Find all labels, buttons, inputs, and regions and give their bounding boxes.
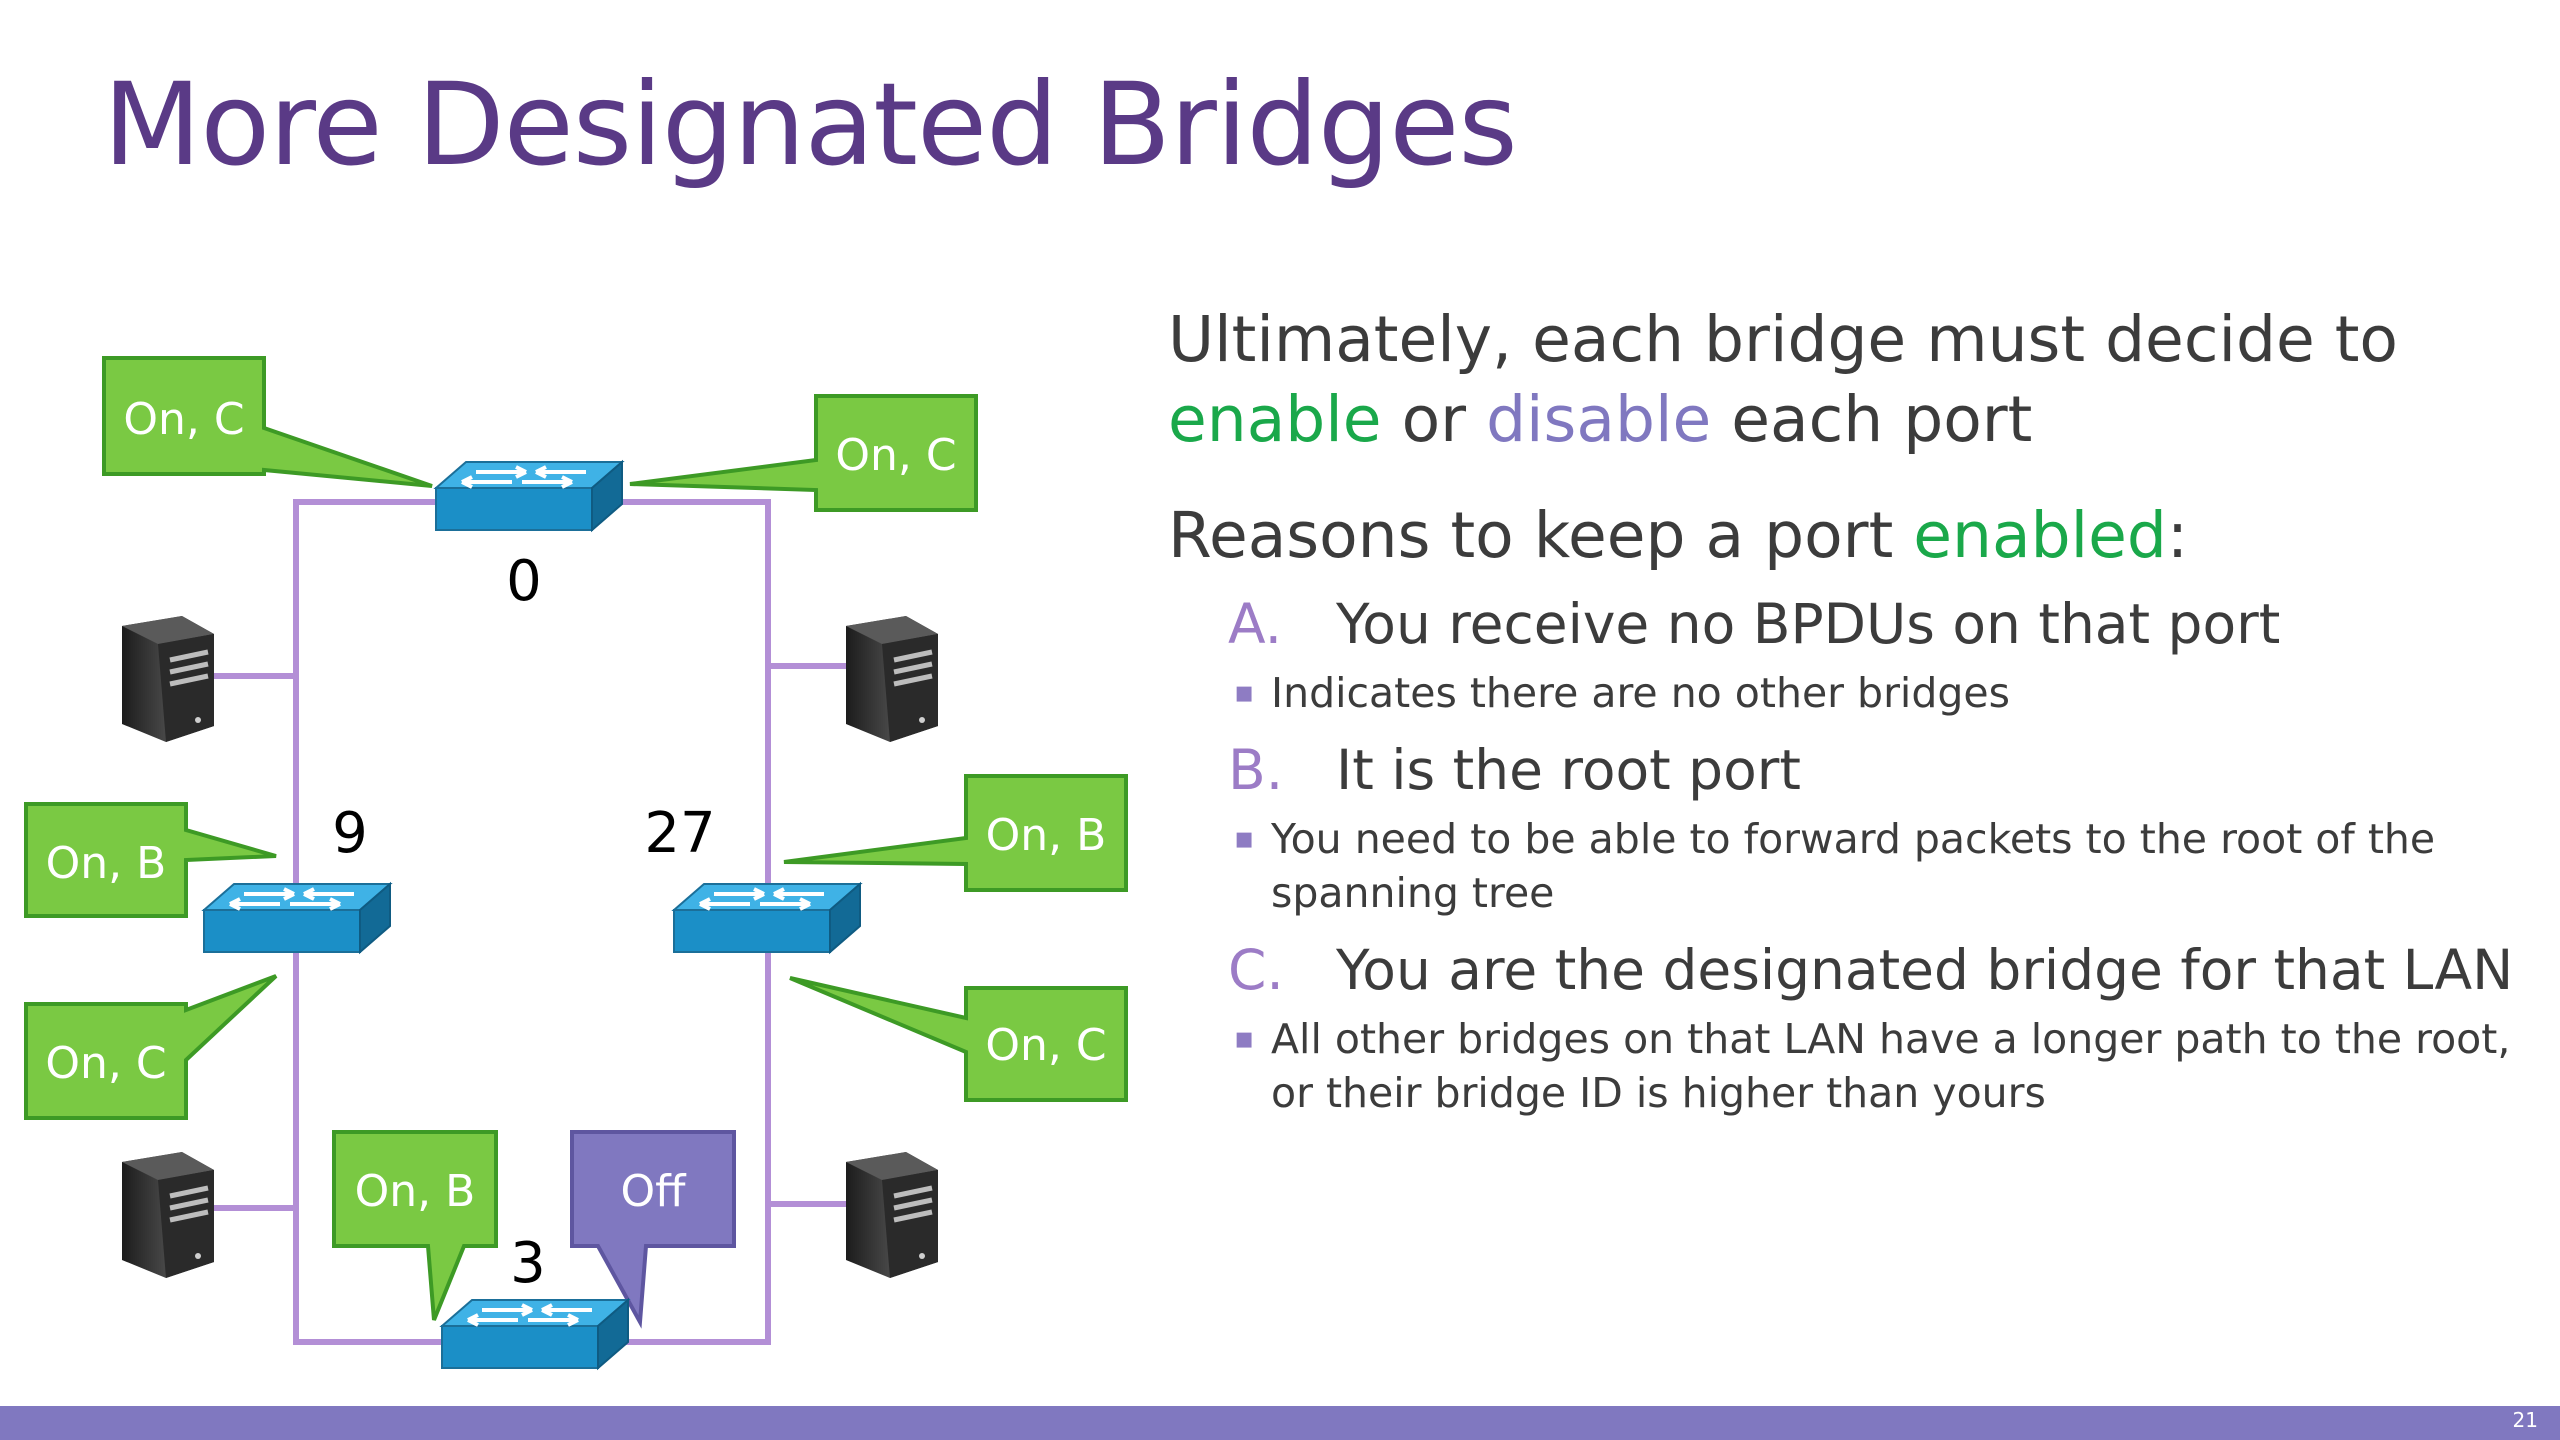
item-text: You receive no BPDUs on that port <box>1336 592 2281 656</box>
callout-text: On, C <box>835 430 956 481</box>
item-letter: C. <box>1228 938 1284 1002</box>
reasons-text: Reasons to keep a port <box>1168 499 1914 572</box>
sub-text: All other bridges on that LAN have a lon… <box>1271 1015 2511 1117</box>
list-item: A. You receive no BPDUs on that port <box>1228 588 2528 660</box>
callout-text: Off <box>621 1166 688 1217</box>
sub-bullet-item: ▪ Indicates there are no other bridges <box>1228 666 2528 720</box>
callout-text: On, C <box>45 1038 166 1089</box>
item-letter: A. <box>1228 592 1283 656</box>
callout-bottom-off: Off <box>570 1130 736 1329</box>
content-text: Ultimately, each bridge must decide to e… <box>1168 300 2528 1134</box>
disable-word: disable <box>1486 383 1712 456</box>
or-word: or <box>1381 383 1487 456</box>
callout-right-b: On, B <box>783 774 1128 892</box>
callout-text: On, B <box>46 838 167 889</box>
callout-left-c: On, C <box>24 974 278 1120</box>
bridge-id-label: 3 <box>510 1231 546 1296</box>
switch-icon <box>202 882 392 954</box>
item-text: It is the root port <box>1336 738 1801 802</box>
bullet-icon: ▪ <box>1234 675 1255 710</box>
server-icon <box>846 616 938 742</box>
sub-bullet-item: ▪ All other bridges on that LAN have a l… <box>1228 1012 2528 1120</box>
item-letter: B. <box>1228 738 1284 802</box>
footer-bar: 21 <box>0 1406 2560 1440</box>
bridge-id-label: 27 <box>644 801 715 866</box>
slide-number: 21 <box>2512 1408 2538 1432</box>
callout-right-c: On, C <box>789 976 1128 1102</box>
server-icon <box>122 1152 214 1278</box>
bullet-icon: ▪ <box>1234 1021 1255 1056</box>
server-icon <box>846 1152 938 1278</box>
callout-text: On, B <box>355 1166 476 1217</box>
intro-paragraph: Ultimately, each bridge must decide to e… <box>1168 300 2528 460</box>
intro-text: Ultimately, each bridge must decide to <box>1168 303 2398 376</box>
reasons-list: A. You receive no BPDUs on that port ▪ I… <box>1228 588 2528 1120</box>
slide-title: More Designated Bridges <box>103 58 1518 191</box>
callout-text: On, B <box>986 810 1107 861</box>
colon: : <box>2166 499 2189 572</box>
server-icon <box>122 616 214 742</box>
enable-word: enable <box>1168 383 1382 456</box>
switch-icon <box>434 460 624 532</box>
callout-text: On, C <box>123 394 244 445</box>
callout-top-right: On, C <box>629 394 978 512</box>
reasons-heading: Reasons to keep a port enabled: <box>1168 496 2528 576</box>
bullet-icon: ▪ <box>1234 821 1255 856</box>
sub-bullet-item: ▪ You need to be able to forward packets… <box>1228 812 2528 920</box>
list-item: B. It is the root port <box>1228 734 2528 806</box>
bridge-id-label: 0 <box>506 549 542 614</box>
callout-text: On, C <box>985 1020 1106 1071</box>
callout-bottom-b: On, B <box>332 1130 498 1321</box>
network-diagram: On, C On, C On, B On, C On, B On, C On, … <box>24 356 1128 1370</box>
bridge-id-label: 9 <box>332 801 368 866</box>
switch-icon <box>672 882 862 954</box>
switch-icon <box>440 1298 630 1370</box>
item-text: You are the designated bridge for that L… <box>1336 938 2514 1002</box>
enabled-word: enabled <box>1913 499 2167 572</box>
sub-text: Indicates there are no other bridges <box>1271 669 2010 717</box>
intro-end: each port <box>1711 383 2033 456</box>
list-item: C. You are the designated bridge for tha… <box>1228 934 2528 1006</box>
callout-top-left: On, C <box>102 356 433 488</box>
callout-left-b: On, B <box>24 802 277 918</box>
sub-text: You need to be able to forward packets t… <box>1271 815 2436 917</box>
